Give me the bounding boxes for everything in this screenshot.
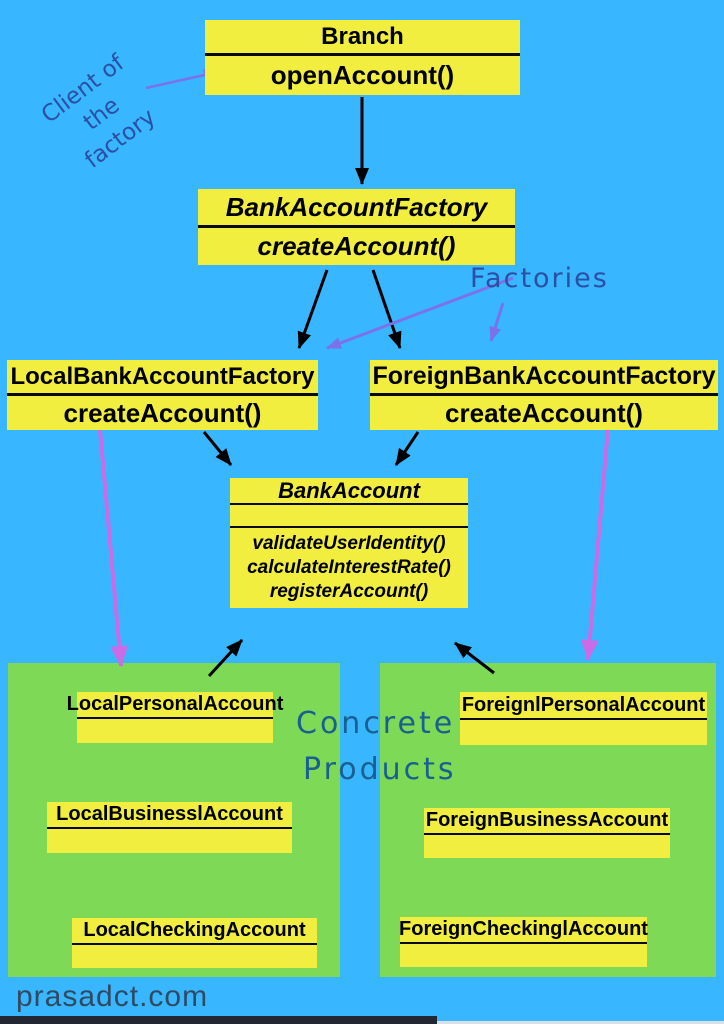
bankaccount-divider-2 <box>230 526 468 528</box>
product-empty-section <box>77 719 273 743</box>
bankaccount-method: registerAccount() <box>269 581 429 602</box>
abstract-factory-method: createAccount() <box>257 231 456 261</box>
foreign-product-name: ForeignCheckinglAccount <box>399 918 648 940</box>
branch-method: openAccount() <box>270 60 455 90</box>
product-divider <box>47 827 292 829</box>
foreign-product-name: ForeignlPersonalAccount <box>461 693 706 716</box>
arrow-local-factory-to-bankaccount <box>202 431 233 466</box>
class-box-localpersonalaccount: LocalPersonalAccount <box>66 692 284 743</box>
arrow-local-factory-to-products <box>98 429 129 667</box>
bankaccount-attributes-empty <box>230 505 468 526</box>
bankaccount-divider-1 <box>230 503 468 505</box>
product-empty-section <box>47 829 292 853</box>
concrete-products-label-line1: Concrete <box>296 706 456 741</box>
product-empty-section <box>72 945 317 968</box>
class-box-branch: Branch openAccount() <box>205 20 520 95</box>
class-box-foreignbankaccountfactory: ForeignBankAccountFactory createAccount(… <box>370 360 718 430</box>
local-product-name: LocalPersonalAccount <box>66 693 284 715</box>
product-empty-section <box>424 835 670 858</box>
local-product-name: LocalBusinesslAccount <box>56 803 283 825</box>
class-box-localcheckingaccount: LocalCheckingAccount <box>72 918 317 968</box>
footer-light-strip <box>437 1021 724 1024</box>
client-of-the-factory-label: Client of the factory <box>0 17 210 212</box>
foreign-product-name: ForeignBusinessAccount <box>425 809 669 831</box>
class-box-foreigncheckingaccount: ForeignCheckinglAccount <box>399 917 648 967</box>
product-divider <box>72 943 317 945</box>
watermark-text: prasadct.com <box>16 980 209 1013</box>
bankaccount-method: calculateInterestRate() <box>247 557 451 578</box>
foreign-factory-method: createAccount() <box>445 397 643 428</box>
abstract-factory-class-name: BankAccountFactory <box>225 191 488 222</box>
branch-class-name: Branch <box>321 22 404 50</box>
product-divider <box>460 718 707 720</box>
local-product-name: LocalCheckingAccount <box>83 919 306 941</box>
arrow-abstract-to-local-factory <box>297 269 329 349</box>
class-box-foreignpersonalaccount: ForeignlPersonalAccount <box>460 692 707 745</box>
footer-dark-strip <box>0 1016 437 1024</box>
factories-label: Factories <box>470 263 609 294</box>
product-empty-section <box>400 944 647 967</box>
abstract-factory-divider <box>198 225 515 228</box>
local-factory-class-name: LocalBankAccountFactory <box>10 362 315 390</box>
concrete-products-label-line2: Products <box>303 752 457 787</box>
bankaccount-method: validateUserIdentity() <box>252 533 446 554</box>
local-factory-divider <box>7 393 318 396</box>
arrow-factories-label-to-foreign-factory <box>489 302 505 342</box>
product-divider <box>77 717 273 719</box>
branch-divider <box>205 53 520 56</box>
foreign-factory-class-name: ForeignBankAccountFactory <box>372 362 716 390</box>
class-box-bankaccountfactory: BankAccountFactory createAccount() <box>198 189 515 265</box>
bankaccount-method-list: validateUserIdentity() calculateInterest… <box>230 528 468 608</box>
class-box-bankaccount: BankAccount validateUserIdentity() calcu… <box>230 478 468 608</box>
class-box-foreignbusinessaccount: ForeignBusinessAccount <box>424 808 670 858</box>
product-divider <box>400 942 647 944</box>
arrow-foreign-factory-to-products <box>580 427 610 661</box>
foreign-factory-divider <box>370 393 718 396</box>
product-divider <box>424 833 670 835</box>
class-box-localbankaccountfactory: LocalBankAccountFactory createAccount() <box>7 360 318 430</box>
class-box-localbusinessaccount: LocalBusinesslAccount <box>47 802 292 853</box>
arrow-foreign-factory-to-bankaccount <box>394 431 420 466</box>
product-empty-section <box>460 720 707 745</box>
local-factory-method: createAccount() <box>63 397 262 428</box>
arrow-abstract-to-foreign-factory <box>371 269 402 349</box>
bankaccount-class-name: BankAccount <box>278 477 420 503</box>
